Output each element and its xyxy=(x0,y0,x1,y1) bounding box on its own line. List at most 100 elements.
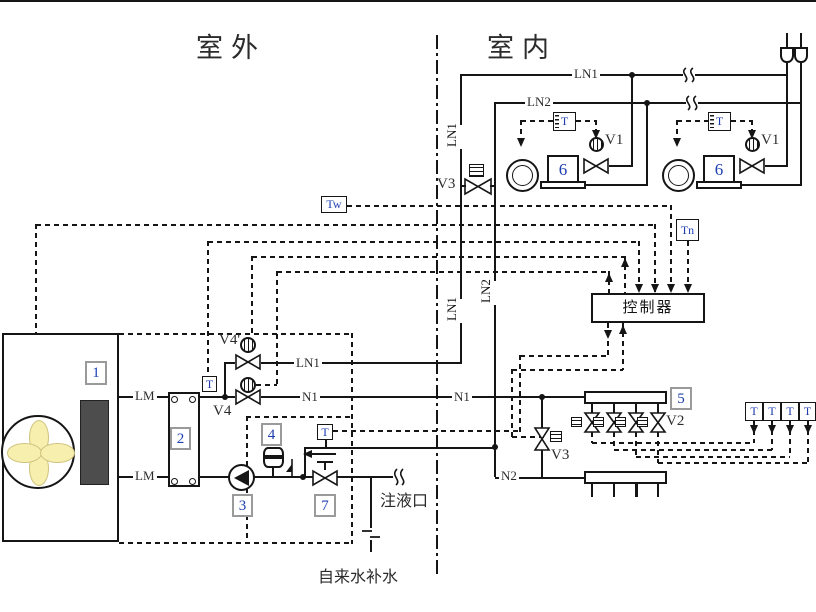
valve-stub xyxy=(461,185,466,187)
ln2-riser-label: LN2 xyxy=(478,279,513,305)
makeup-branch-pipe xyxy=(370,478,372,528)
arrow-icon xyxy=(635,284,643,293)
flow-arrow-line xyxy=(310,453,336,455)
fan-coil-unit: 6 xyxy=(547,155,579,183)
equipment-label-7: 7 xyxy=(314,494,336,517)
expansion-tank-band xyxy=(263,455,284,459)
controller-input-wire xyxy=(622,323,624,370)
v4p-actuator-icon xyxy=(240,337,256,353)
v2-actuator-icon xyxy=(571,417,582,427)
sensor-stem xyxy=(325,440,327,449)
lm-label-bottom: LM xyxy=(133,468,157,483)
fan-coil-unit: 6 xyxy=(703,155,735,183)
arrow-icon xyxy=(750,425,758,434)
v4-prime-label: V4' xyxy=(219,332,241,348)
module-enclosure xyxy=(119,542,352,544)
return-jog-pipe xyxy=(494,447,496,477)
ln1-riser-label: LN1 xyxy=(444,297,479,323)
v3-outdoor-valve xyxy=(464,177,492,196)
n2-return-pipe xyxy=(495,477,584,479)
arrow-icon xyxy=(684,284,692,293)
thermostat-wire xyxy=(592,442,754,444)
arrow-icon xyxy=(786,425,794,434)
ln1-outdoor-wire xyxy=(261,362,461,364)
fan-coil-fan-icon xyxy=(668,165,689,186)
sensor-wire xyxy=(731,120,752,122)
hx-port-icon xyxy=(171,478,178,485)
sensor-wire xyxy=(751,120,753,132)
v1-valve xyxy=(583,157,609,175)
fan-feed-wire xyxy=(586,184,648,186)
v2-label: V2 xyxy=(666,413,685,429)
ln1-label: LN1 xyxy=(294,355,322,370)
v4-control-wire xyxy=(276,271,278,385)
plug-icon xyxy=(794,47,808,63)
sensor-wire xyxy=(520,120,522,138)
indoor-title: 室内 xyxy=(487,33,557,63)
n1-supply-pipe xyxy=(261,396,584,398)
tank-stem xyxy=(272,468,274,478)
ln2-bus-label: LN2 xyxy=(525,94,553,109)
v4p-control-wire xyxy=(251,256,253,337)
v1-valve xyxy=(739,157,765,175)
thermostat-wire xyxy=(657,432,659,463)
ln1-drop-wire xyxy=(631,74,633,166)
return-jog-pipe xyxy=(305,447,495,449)
unit1-control-wire xyxy=(35,224,37,333)
v4-label: V4 xyxy=(213,403,232,419)
coil-icon xyxy=(80,400,109,485)
flow-arrow-icon xyxy=(303,450,312,458)
tn-signal-wire xyxy=(687,241,689,293)
radiator-stub xyxy=(635,404,637,413)
zone-divider-line xyxy=(436,35,438,575)
ln2-drop-wire xyxy=(646,102,648,185)
valve-branch-pipe xyxy=(225,362,235,364)
pipe-junction xyxy=(300,474,306,480)
supply-manifold-bar xyxy=(584,391,667,404)
arrow-icon xyxy=(605,273,613,282)
outdoor-title: 室外 xyxy=(196,33,266,63)
v4-control-wire xyxy=(608,271,610,293)
thermostat-wire xyxy=(789,421,791,457)
submodule-enclosure xyxy=(246,416,352,418)
controller-output-wire xyxy=(520,355,608,357)
controller-box: 控制器 xyxy=(591,293,705,323)
radiator-stub xyxy=(591,484,593,497)
v3-outdoor-label: V3 xyxy=(437,176,456,192)
plug-drop-wire xyxy=(800,63,802,185)
tw-signal-wire xyxy=(670,205,672,293)
valve-7-stem xyxy=(324,462,326,470)
fan-blade-icon xyxy=(7,443,42,463)
arrow-icon xyxy=(651,284,659,293)
sensor-wire xyxy=(576,120,596,122)
hx-port-icon xyxy=(189,396,196,403)
arrow-icon xyxy=(804,425,812,434)
v1-label: V1 xyxy=(761,132,780,148)
room-thermostat: T xyxy=(781,402,799,421)
tw-signal-wire xyxy=(347,205,672,207)
v4-actuator-icon xyxy=(240,377,256,393)
arrow-icon xyxy=(673,138,681,147)
wire-break-icon xyxy=(685,95,698,111)
valve-wire xyxy=(609,165,633,167)
fill-port-note: 注液口 xyxy=(380,493,429,510)
ln1-bus-wire xyxy=(460,74,788,76)
wire-break-icon xyxy=(682,67,695,83)
ln1-riser-label: LN1 xyxy=(444,123,479,149)
sensor-wire xyxy=(677,120,708,122)
sensor-hatch-icon xyxy=(555,115,559,128)
unit1-control-wire xyxy=(36,224,656,226)
thermostat-wire xyxy=(658,462,808,464)
arrow-icon xyxy=(604,330,612,339)
v2-actuator-icon xyxy=(637,417,648,427)
v1-actuator-icon xyxy=(745,137,760,152)
controller-output-wire xyxy=(607,323,609,356)
valve-stub xyxy=(490,185,496,187)
ln1-riser-wire xyxy=(460,74,462,364)
valve-7 xyxy=(312,469,338,487)
plug-drop-wire xyxy=(786,63,788,166)
arrow-icon xyxy=(621,258,629,267)
sensor-hatch-icon xyxy=(710,115,714,128)
fan-coil-fan-icon xyxy=(512,165,533,186)
